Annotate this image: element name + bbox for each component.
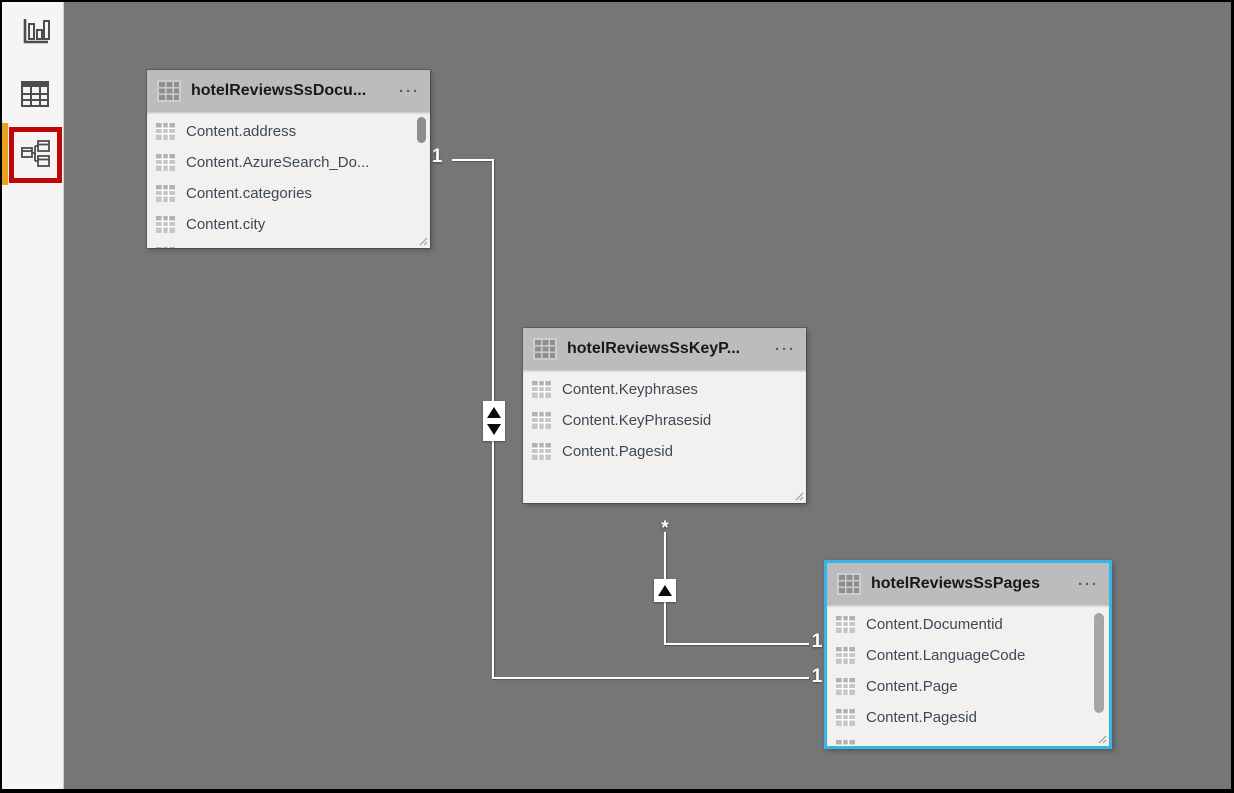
field-table-icon xyxy=(156,154,175,171)
field-table-icon xyxy=(532,443,551,460)
field-table-icon xyxy=(532,381,551,398)
cardinality-label: 1 xyxy=(811,631,823,652)
cardinality-label: 1 xyxy=(811,666,823,687)
field-row[interactable]: Content.Page xyxy=(827,671,1109,702)
field-table-icon xyxy=(156,123,175,140)
field-row[interactable]: Content.Pagesid xyxy=(523,436,806,467)
table-field-list: Content.address Content.AzureSearch_Do..… xyxy=(147,112,430,248)
field-name: Content.Keyphrases xyxy=(562,381,698,398)
relationship-line[interactable] xyxy=(452,159,493,161)
table-icon xyxy=(837,573,861,595)
field-rows: Content.Documentid Content.LanguageCode xyxy=(827,609,1109,733)
table-icon xyxy=(533,338,557,360)
field-table-icon xyxy=(156,216,175,233)
field-row[interactable]: Content.city xyxy=(147,209,430,240)
field-table-icon xyxy=(836,740,855,746)
field-table-icon xyxy=(156,185,175,202)
partial-field-row xyxy=(827,733,1109,746)
field-table-icon xyxy=(836,647,855,664)
cardinality-label: * xyxy=(661,518,669,539)
bar-chart-icon xyxy=(23,19,50,44)
data-table-icon xyxy=(21,81,49,107)
model-view-button[interactable] xyxy=(19,138,51,170)
table-title: hotelReviewsSsDocu... xyxy=(191,82,367,99)
model-diagram-icon xyxy=(21,140,50,167)
table-more-options-button[interactable]: ··· xyxy=(399,82,420,100)
field-table-icon xyxy=(836,678,855,695)
cross-filter-single-direction-badge[interactable] xyxy=(654,579,676,602)
field-name: Content.Page xyxy=(866,678,958,695)
field-rows: Content.Keyphrases Content.KeyPhrasesid xyxy=(523,374,806,467)
field-row[interactable]: Content.categories xyxy=(147,178,430,209)
field-table-icon xyxy=(836,709,855,726)
field-rows: Content.address Content.AzureSearch_Do..… xyxy=(147,116,430,240)
table-header[interactable]: hotelReviewsSsKeyP... ··· xyxy=(523,328,806,370)
table-card-pages[interactable]: hotelReviewsSsPages ··· xyxy=(827,563,1109,746)
table-header[interactable]: hotelReviewsSsDocu... ··· xyxy=(147,70,430,112)
table-icon xyxy=(157,80,181,102)
field-row[interactable]: Content.LanguageCode xyxy=(827,640,1109,671)
table-title: hotelReviewsSsPages xyxy=(871,575,1040,592)
field-name: Content.Pagesid xyxy=(866,709,977,726)
relationship-line[interactable] xyxy=(664,643,809,645)
cardinality-label: 1 xyxy=(431,146,443,167)
cross-filter-both-directions-badge[interactable] xyxy=(483,401,505,441)
field-table-icon xyxy=(836,616,855,633)
field-row[interactable]: Content.KeyPhrasesid xyxy=(523,405,806,436)
field-name: Content.AzureSearch_Do... xyxy=(186,154,370,171)
resize-handle[interactable] xyxy=(419,237,428,246)
data-view-button[interactable] xyxy=(19,78,51,110)
field-row[interactable]: Content.Documentid xyxy=(827,609,1109,640)
field-name: Content.categories xyxy=(186,185,312,202)
field-row[interactable]: Content.address xyxy=(147,116,430,147)
field-name: Content.address xyxy=(186,123,297,140)
table-more-options-button[interactable]: ··· xyxy=(775,340,796,358)
resize-handle[interactable] xyxy=(795,492,804,501)
field-name: Content.LanguageCode xyxy=(866,647,1026,664)
model-diagram-canvas[interactable]: 1 1 * 1 hotelRe xyxy=(64,2,1231,789)
field-table-icon xyxy=(156,247,175,248)
selected-table-outline: hotelReviewsSsPages ··· xyxy=(824,560,1112,749)
view-switcher-sidebar xyxy=(2,2,64,789)
table-title: hotelReviewsSsKeyP... xyxy=(567,340,741,357)
partial-field-row xyxy=(147,240,430,248)
field-name: Content.Pagesid xyxy=(562,443,673,460)
field-table-icon xyxy=(532,412,551,429)
table-header[interactable]: hotelReviewsSsPages ··· xyxy=(827,563,1109,605)
table-field-list: Content.Keyphrases Content.KeyPhrasesid xyxy=(523,370,806,503)
field-row[interactable]: Content.AzureSearch_Do... xyxy=(147,147,430,178)
selected-view-indicator xyxy=(2,123,8,185)
table-field-list: Content.Documentid Content.LanguageCode xyxy=(827,605,1109,746)
arrow-up-icon xyxy=(487,407,501,418)
field-row[interactable]: Content.Pagesid xyxy=(827,702,1109,733)
field-name: Content.Documentid xyxy=(866,616,1003,633)
scrollbar-thumb[interactable] xyxy=(417,117,426,143)
table-more-options-button[interactable]: ··· xyxy=(1078,575,1099,593)
field-name: Content.KeyPhrasesid xyxy=(562,412,712,429)
arrow-down-icon xyxy=(487,424,501,435)
table-card-documents[interactable]: hotelReviewsSsDocu... ··· Content.addres… xyxy=(147,70,430,248)
field-row[interactable]: Content.Keyphrases xyxy=(523,374,806,405)
arrow-up-icon xyxy=(658,585,672,596)
resize-handle[interactable] xyxy=(1098,735,1107,744)
report-view-button[interactable] xyxy=(19,15,51,47)
field-name: Content.city xyxy=(186,216,266,233)
table-card-keyphrases[interactable]: hotelReviewsSsKeyP... ··· Content.Keyphr… xyxy=(523,328,806,503)
scrollbar-thumb[interactable] xyxy=(1094,613,1104,713)
relationship-line[interactable] xyxy=(492,677,809,679)
